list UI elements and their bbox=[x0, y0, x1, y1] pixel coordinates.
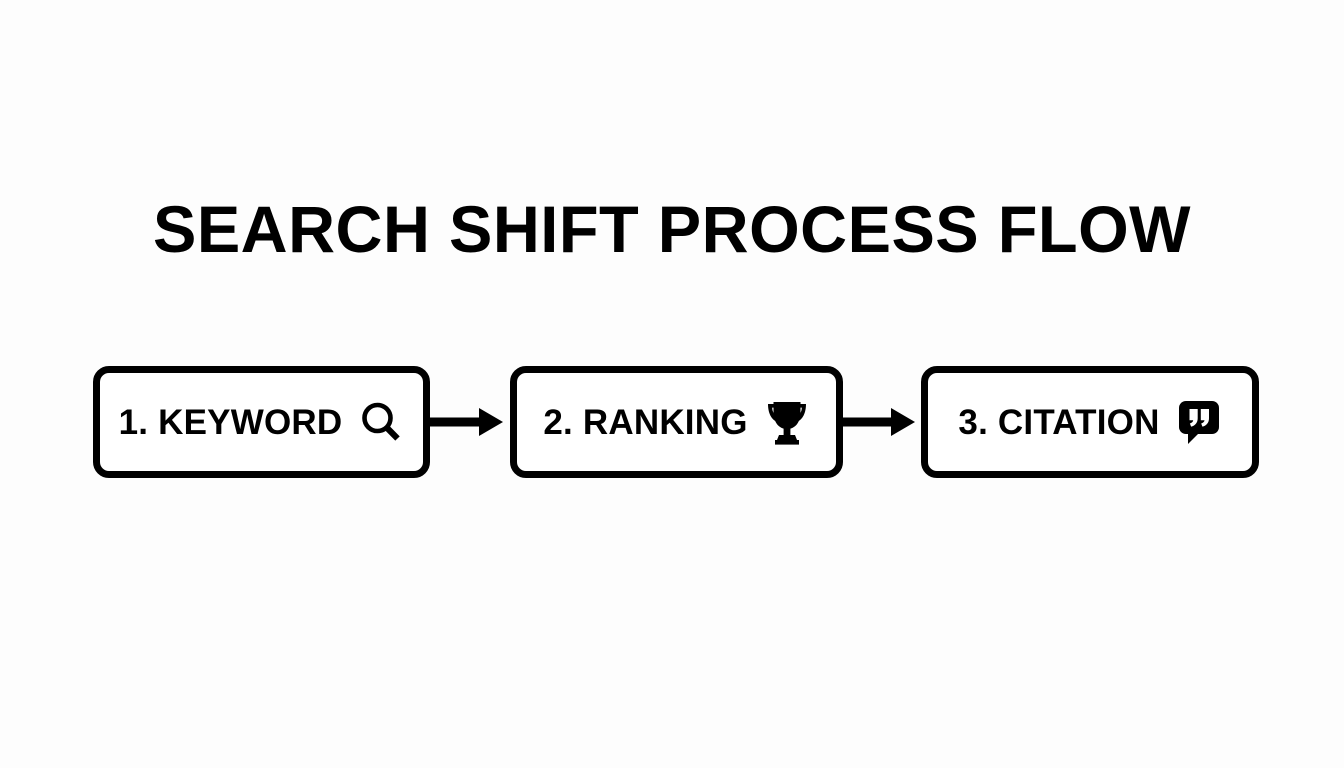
flow-step-label: 1. KEYWORD bbox=[118, 402, 343, 442]
flow-step-label: 3. CITATION bbox=[958, 402, 1160, 442]
flow-step-content: 3. CITATION bbox=[958, 399, 1221, 445]
arrow-right-icon bbox=[835, 406, 925, 438]
flow-step-ranking[interactable]: 2. RANKING bbox=[510, 366, 843, 478]
process-flow-diagram: 1. KEYWORD 2. RANKING bbox=[93, 366, 1259, 478]
flow-step-content: 1. KEYWORD bbox=[119, 399, 405, 445]
trophy-icon bbox=[764, 399, 810, 445]
flow-step-content: 2. RANKING bbox=[543, 399, 809, 445]
page-title: SEARCH SHIFT PROCESS FLOW bbox=[152, 192, 1192, 266]
flow-step-label: 2. RANKING bbox=[543, 402, 748, 442]
arrow-right-icon bbox=[423, 406, 513, 438]
flow-step-citation[interactable]: 3. CITATION bbox=[921, 366, 1259, 478]
quote-bubble-icon bbox=[1176, 399, 1222, 445]
magnifier-icon bbox=[358, 399, 404, 445]
flow-step-keyword[interactable]: 1. KEYWORD bbox=[93, 366, 430, 478]
